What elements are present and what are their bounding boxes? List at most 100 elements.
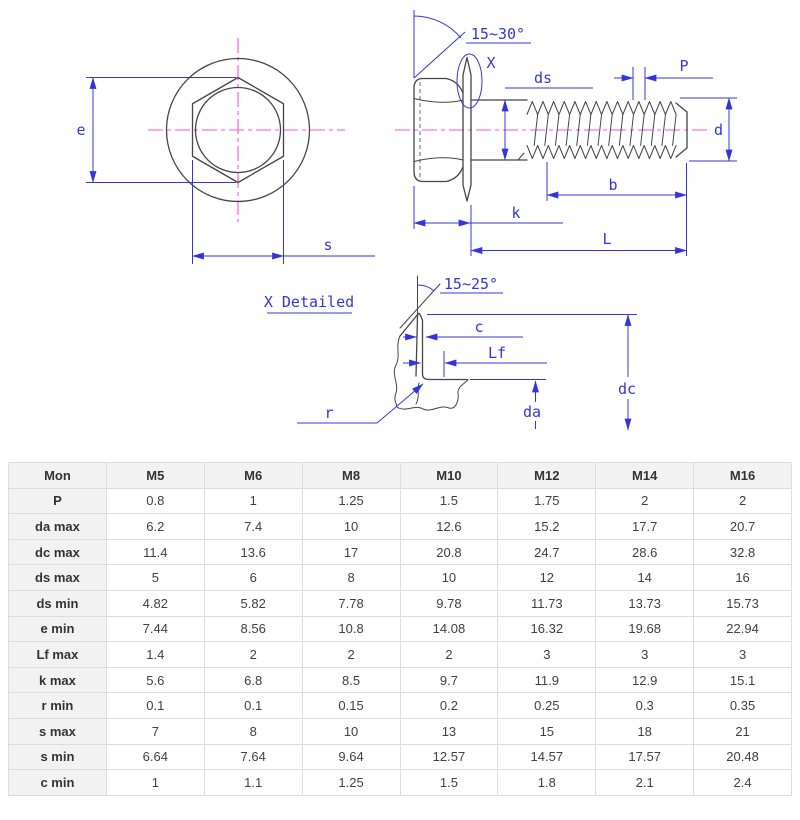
value-cell: 0.25 [497, 692, 597, 719]
value-cell: 1 [203, 487, 303, 515]
value-cell: 5 [105, 564, 205, 591]
row-label: ds min [8, 589, 107, 617]
detail-view-title: X Detailed [264, 293, 354, 311]
value-cell: 2 [399, 641, 499, 668]
value-cell: 28.6 [595, 538, 695, 566]
dc-dimension-label: dc [618, 380, 636, 398]
value-cell: 7.64 [203, 743, 303, 771]
value-cell: 7.44 [105, 615, 205, 643]
da-dimension-label: da [523, 403, 541, 421]
thread-crests-top [526, 101, 677, 115]
r-dimension-label: r [324, 404, 333, 422]
column-header: M6 [203, 462, 303, 489]
value-cell: 6 [203, 564, 303, 591]
value-cell: 15.2 [497, 513, 597, 540]
head-facet-line [413, 98, 464, 103]
thread-flanks [533, 114, 677, 146]
value-cell: 1.5 [399, 487, 499, 515]
value-cell: 11.4 [105, 538, 205, 566]
row-label: c min [8, 769, 107, 796]
ds-dimension-label: ds [534, 69, 552, 87]
p-dimension-label: P [679, 57, 688, 75]
row-label: ds max [8, 564, 107, 591]
washer-face-circle [194, 86, 282, 174]
hex-outline [191, 76, 285, 184]
value-cell: 13 [399, 717, 499, 745]
break-line-right [448, 379, 469, 409]
front-view: e s [76, 38, 375, 264]
column-header-param: Mon [8, 462, 107, 489]
value-cell: 19.68 [595, 615, 695, 643]
value-cell: 14.08 [399, 615, 499, 643]
value-cell: 0.15 [301, 692, 401, 719]
column-header: M8 [301, 462, 401, 489]
value-cell: 10 [301, 717, 401, 745]
break-line-left [393, 335, 401, 408]
thread-runout [517, 152, 525, 161]
head-top-edge [413, 77, 464, 94]
value-cell: 24.7 [497, 538, 597, 566]
value-cell: 13.73 [595, 589, 695, 617]
column-header: M10 [399, 462, 499, 489]
value-cell: 21 [693, 717, 792, 745]
column-header: M14 [595, 462, 695, 489]
break-line-inner [415, 382, 420, 405]
value-cell: 0.1 [105, 692, 205, 719]
b-dimension-label: b [608, 176, 617, 194]
value-cell: 8 [301, 564, 401, 591]
row-label: Lf max [8, 641, 107, 668]
value-cell: 12.9 [595, 666, 695, 694]
value-cell: 2 [203, 641, 303, 668]
value-cell: 10 [301, 513, 401, 540]
head-facet-line [413, 157, 464, 162]
value-cell: 2 [693, 487, 792, 515]
value-cell: 12.57 [399, 743, 499, 771]
value-cell: 3 [693, 641, 792, 668]
angle-arc [413, 15, 462, 39]
value-cell: 2.4 [693, 769, 792, 796]
value-cell: 6.8 [203, 666, 303, 694]
row-label: da max [8, 513, 107, 540]
value-cell: 15.1 [693, 666, 792, 694]
value-cell: 10 [399, 564, 499, 591]
value-cell: 20.48 [693, 743, 792, 771]
break-line-bottom [396, 406, 450, 411]
value-cell: 12 [497, 564, 597, 591]
detail-circle [456, 53, 483, 109]
value-cell: 17 [301, 538, 401, 566]
value-cell: 6.64 [105, 743, 205, 771]
value-cell: 10.8 [301, 615, 401, 643]
value-cell: 2 [595, 487, 695, 515]
row-label: s min [8, 743, 107, 771]
lf-dimension-label: Lf [488, 344, 506, 362]
value-cell: 1 [105, 769, 205, 796]
value-cell: 16 [693, 564, 792, 591]
drawing-canvas: e s [76, 10, 737, 431]
value-cell: 3 [595, 641, 695, 668]
thread-tip-chamfer [675, 102, 688, 158]
column-header: M12 [497, 462, 597, 489]
value-cell: 13.6 [203, 538, 303, 566]
value-cell: 17.7 [595, 513, 695, 540]
value-cell: 0.2 [399, 692, 499, 719]
column-header: M5 [105, 462, 205, 489]
value-cell: 7 [105, 717, 205, 745]
value-cell: 11.9 [497, 666, 597, 694]
detail-angle-arc [417, 284, 435, 292]
detail-angle-label: 15~25° [444, 275, 498, 293]
value-cell: 0.3 [595, 692, 695, 719]
value-cell: 18 [595, 717, 695, 745]
value-cell: 20.7 [693, 513, 792, 540]
e-dimension-label: e [76, 121, 85, 139]
rim-left-face [415, 315, 419, 377]
value-cell: 14.57 [497, 743, 597, 771]
